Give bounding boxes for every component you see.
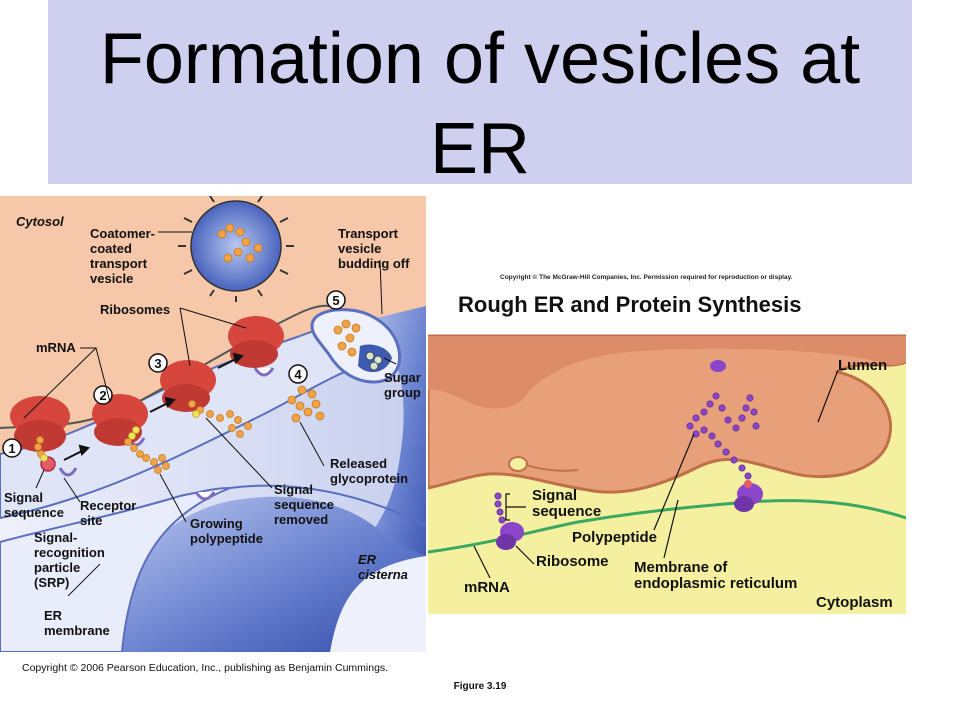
sugar-groups bbox=[365, 351, 383, 371]
er-bumps bbox=[508, 360, 726, 472]
step-marker-4: 4 bbox=[288, 364, 308, 384]
lumen-shadow bbox=[428, 336, 906, 409]
label-signal-sequence-removed: Signal sequence removed bbox=[274, 482, 338, 527]
released-glycoprotein bbox=[287, 385, 325, 423]
polypeptide-beads bbox=[494, 392, 760, 524]
svg-text:2: 2 bbox=[99, 388, 106, 403]
ribosome-3 bbox=[160, 360, 216, 412]
label-srp: Signal- recognition particle (SRP) bbox=[34, 530, 108, 590]
er-vesicle-diagram: 1 2 3 4 5 Cytosol Coatomer- coated trans… bbox=[0, 190, 427, 653]
slide-title: Formation of vesicles at ER bbox=[99, 19, 861, 189]
label-er-cisterna: ER cisterna bbox=[358, 552, 408, 582]
receptor-pit bbox=[194, 491, 216, 501]
rough-er-title: Rough ER and Protein Synthesis bbox=[458, 292, 801, 317]
ribosome-4 bbox=[228, 316, 284, 368]
receptor-pit bbox=[253, 367, 275, 377]
svg-text:1: 1 bbox=[8, 441, 15, 456]
label-released-glycoprotein: Released glycoprotein bbox=[330, 456, 408, 486]
label-coatomer: Coatomer- coated transport vesicle bbox=[90, 226, 159, 286]
label-lumen: Lumen bbox=[838, 357, 887, 374]
label-growing-polypeptide: Growing polypeptide bbox=[190, 516, 263, 546]
coatomer-spikes bbox=[178, 190, 294, 302]
label-signal-sequence-right: Signal sequence bbox=[532, 487, 601, 520]
process-arrows bbox=[63, 352, 244, 461]
label-cytoplasm: Cytoplasm bbox=[816, 594, 893, 611]
er-membrane-edge bbox=[229, 484, 427, 527]
label-polypeptide: Polypeptide bbox=[572, 529, 657, 546]
label-receptor-site: Receptor site bbox=[80, 498, 140, 528]
ribosome-right-1 bbox=[496, 522, 524, 550]
rough-er-svg: Copyright © The McGraw-Hill Companies, I… bbox=[426, 262, 908, 614]
copyright-pearson: Copyright © 2006 Pearson Education, Inc.… bbox=[22, 662, 389, 674]
label-transport-vesicle: Transport vesicle budding off bbox=[338, 226, 410, 271]
ribosome-1 bbox=[10, 396, 70, 452]
step-marker-5: 5 bbox=[326, 290, 346, 310]
svg-text:3: 3 bbox=[154, 356, 161, 371]
leader-lines bbox=[23, 231, 397, 597]
label-er-membrane: ER membrane bbox=[44, 608, 110, 638]
label-mrna: mRNA bbox=[36, 340, 76, 355]
step-marker-3: 3 bbox=[148, 353, 168, 373]
label-ribosomes: Ribosomes bbox=[100, 302, 170, 317]
label-signal-sequence: Signal sequence bbox=[4, 490, 64, 520]
svg-text:4: 4 bbox=[294, 367, 302, 382]
er-vesicle-svg: 1 2 3 4 5 Cytosol Coatomer- coated trans… bbox=[0, 190, 427, 653]
signal-peptidase bbox=[744, 480, 752, 488]
step-marker-2: 2 bbox=[93, 385, 113, 405]
right-leader-lines bbox=[473, 369, 839, 579]
label-cytosol: Cytosol bbox=[16, 214, 64, 229]
svg-text:5: 5 bbox=[332, 293, 339, 308]
er-inner-sheet bbox=[330, 556, 426, 652]
label-mrna-right: mRNA bbox=[464, 579, 510, 596]
receptor-pit bbox=[58, 467, 78, 477]
growing-polypeptide bbox=[34, 400, 252, 474]
title-banner bbox=[48, 0, 912, 184]
coatomer-vesicle bbox=[190, 200, 282, 292]
copyright-mcgraw: Copyright © The McGraw-Hill Companies, I… bbox=[500, 273, 793, 281]
label-er-membrane-right: Membrane of endoplasmic reticulum bbox=[634, 559, 797, 592]
vesicle-cargo bbox=[217, 223, 361, 357]
er-lower-membrane bbox=[0, 487, 231, 653]
label-sugar-group: Sugar group bbox=[384, 370, 424, 400]
step-marker-1: 1 bbox=[2, 438, 22, 458]
ribosome-right-2 bbox=[734, 483, 763, 512]
figure-caption: Figure 3.19 bbox=[453, 681, 507, 692]
rough-er-diagram: Copyright © The McGraw-Hill Companies, I… bbox=[426, 262, 908, 614]
label-ribosome: Ribosome bbox=[536, 553, 609, 570]
signal-sequence-beads bbox=[40, 410, 200, 462]
